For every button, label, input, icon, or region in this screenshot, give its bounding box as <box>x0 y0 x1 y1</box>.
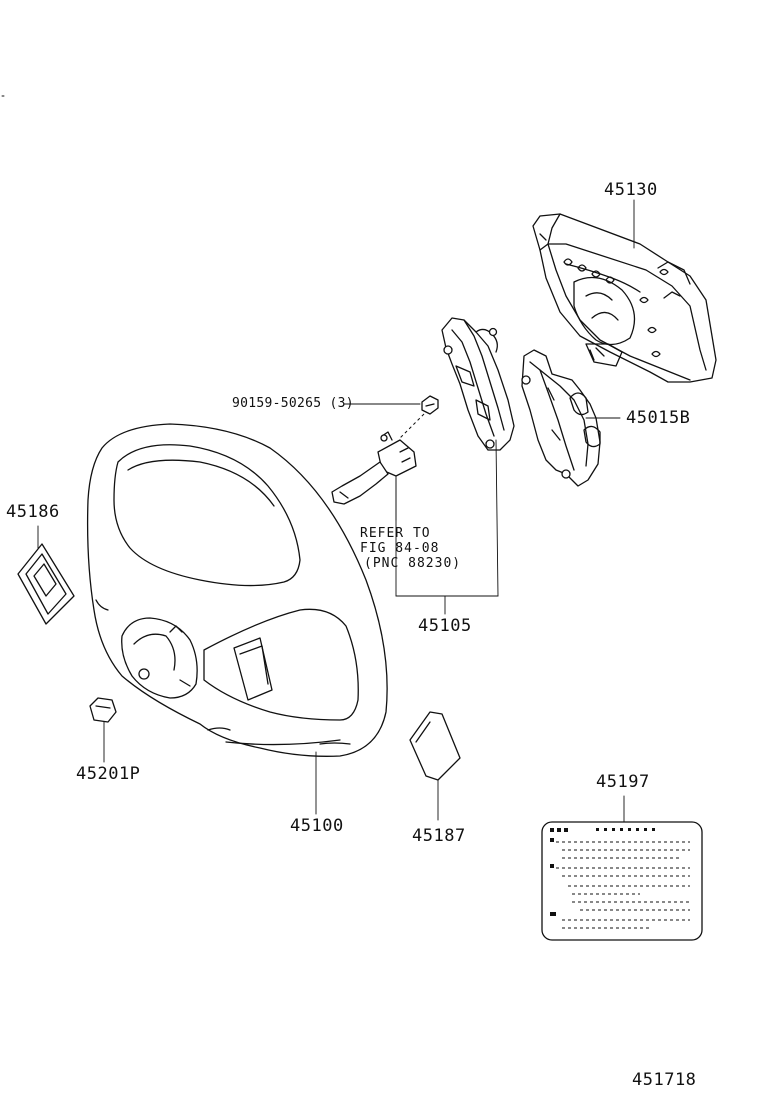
part-label-45130: 45130 <box>604 180 658 200</box>
note-line-1: REFER TO <box>360 526 431 541</box>
screw-90159 <box>343 395 439 439</box>
steering-wheel-45100 <box>86 423 388 815</box>
part-label-90159: 90159-50265 (3) <box>232 396 354 411</box>
switch-assembly-45015b <box>521 349 621 487</box>
horn-plate-45105 <box>395 317 515 615</box>
part-label-45100: 45100 <box>290 816 344 836</box>
part-label-45105: 45105 <box>418 616 472 636</box>
pad-45187 <box>409 711 461 821</box>
nut-45201p <box>89 697 117 763</box>
note-line-2: FIG 84-08 <box>360 541 440 556</box>
emblem-45186 <box>17 525 75 625</box>
part-label-45187: 45187 <box>412 826 466 846</box>
caution-label-45197 <box>541 795 703 941</box>
figure-number: 451718 <box>632 1070 697 1090</box>
part-label-45186: 45186 <box>6 502 60 522</box>
part-label-45197: 45197 <box>596 772 650 792</box>
part-label-45015b: 45015B <box>626 408 691 428</box>
part-label-45201p: 45201P <box>76 764 141 784</box>
steering-pad-cover-45130 <box>532 199 717 383</box>
combination-switch-stalk <box>331 431 417 521</box>
note-line-3: (PNC 88230) <box>364 556 462 571</box>
